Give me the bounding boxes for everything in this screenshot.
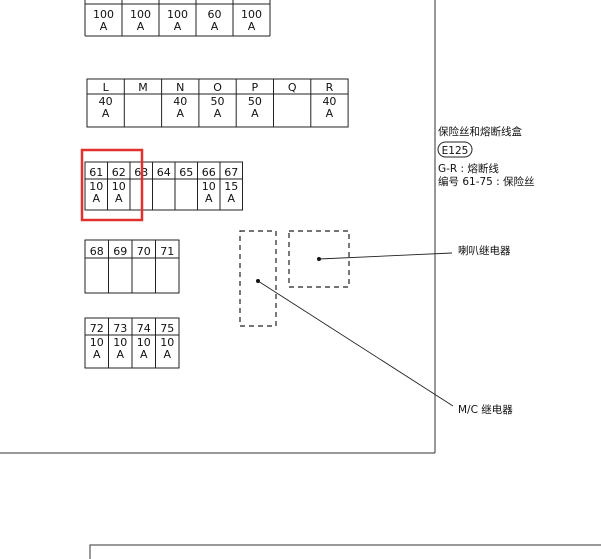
fuse-rating: A — [116, 348, 124, 361]
fuse-rating: 50 — [211, 95, 225, 108]
fuse-rating: 100 — [93, 8, 114, 21]
fuse-number: 72 — [90, 322, 104, 335]
fuse-number: 61 — [89, 166, 103, 179]
legend-connector: E125 — [442, 145, 469, 157]
fuse-number: O — [213, 81, 222, 94]
fuse-rating: A — [100, 20, 108, 33]
fuse-number: 68 — [90, 245, 104, 258]
fuse-rating: A — [140, 348, 148, 361]
horn-relay-label: 喇叭继电器 — [458, 244, 511, 257]
fuse-number: 67 — [224, 166, 238, 179]
fuse-row-68-71: 68 69 70 71 — [84, 239, 180, 294]
fuse-rating: 10 — [160, 336, 174, 349]
fuse-rating: 40 — [99, 95, 113, 108]
fuse-number: Q — [288, 81, 297, 94]
fuse-rating: 100 — [241, 8, 262, 21]
horn-relay-leader — [318, 252, 453, 260]
fuse-number: 71 — [160, 245, 174, 258]
fuse-row-outline — [84, 161, 243, 211]
fuse-number: 62 — [112, 166, 126, 179]
fuse-rating: A — [93, 348, 101, 361]
fuse-rating: 40 — [322, 95, 336, 108]
fuse-rating: 100 — [130, 8, 151, 21]
fuse-number: R — [326, 81, 334, 94]
fuse-rating: A — [176, 107, 184, 120]
fuse-number: 75 — [160, 322, 174, 335]
mc-relay-label: M/C 继电器 — [458, 403, 513, 416]
fuse-rating: 10 — [202, 180, 216, 193]
fuse-rating: A — [174, 20, 182, 33]
fuse-rating: 10 — [90, 336, 104, 349]
fuse-row-outline — [86, 78, 349, 128]
fuse-rating: 100 — [167, 8, 188, 21]
fuse-number: 65 — [179, 166, 193, 179]
fuse-rating: 15 — [224, 180, 238, 193]
fuse-number: M — [138, 81, 148, 94]
fuse-rating: A — [251, 107, 259, 120]
fuse-rating: A — [163, 348, 171, 361]
fuse-number: 73 — [113, 322, 127, 335]
fuse-rating: A — [92, 192, 100, 205]
fuse-rating: A — [227, 192, 235, 205]
legend-line-1: G-R : 熔断线 — [438, 162, 499, 175]
fuse-number: N — [176, 81, 184, 94]
mc-relay-leader — [257, 280, 454, 407]
fuse-number: P — [252, 81, 259, 94]
fuse-rating: A — [137, 20, 145, 33]
fuse-rating: 10 — [89, 180, 103, 193]
fuse-rating: 10 — [137, 336, 151, 349]
fuse-rating: A — [214, 107, 222, 120]
legend-connector-badge — [437, 141, 473, 158]
fuse-rating: 50 — [248, 95, 262, 108]
horn-relay-outline — [288, 230, 350, 288]
fuse-rating: A — [205, 192, 213, 205]
fuse-rating: A — [102, 107, 110, 120]
fuse-number: 70 — [137, 245, 151, 258]
fuse-number: 69 — [113, 245, 127, 258]
fuse-number: 66 — [202, 166, 216, 179]
fuse-rating: 10 — [112, 180, 126, 193]
legend-title: 保险丝和熔断线盒 — [438, 125, 522, 138]
fuse-number: 64 — [157, 166, 171, 179]
fuse-rating: A — [248, 20, 256, 33]
fuse-rating: A — [115, 192, 123, 205]
mc-relay-outline — [239, 230, 277, 327]
fuse-rating: A — [326, 107, 334, 120]
fuse-number: L — [103, 81, 110, 94]
fuse-rating: A — [211, 20, 219, 33]
highlight-box-61-62 — [80, 148, 144, 222]
lower-panel-border — [89, 544, 601, 559]
fuse-rating: 60 — [208, 8, 222, 21]
fuse-number: 74 — [137, 322, 151, 335]
fuse-rating: 40 — [173, 95, 187, 108]
fuse-rating: 10 — [113, 336, 127, 349]
legend-line-2: 编号 61-75 : 保险丝 — [438, 175, 535, 188]
